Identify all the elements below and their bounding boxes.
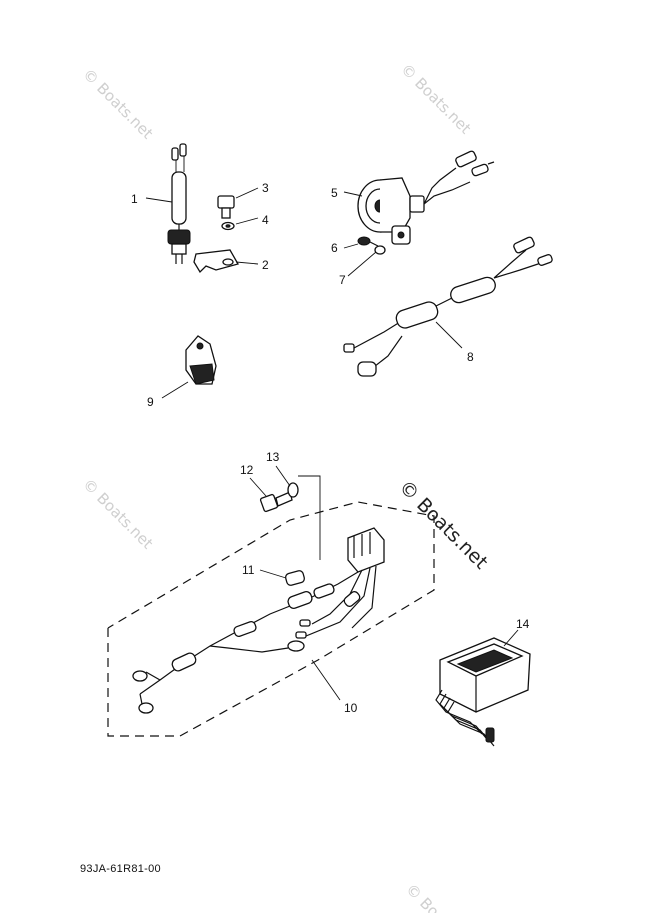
callout-5: 5 <box>331 186 338 200</box>
callout-8: 8 <box>467 350 474 364</box>
part-2-clip <box>193 249 239 274</box>
watermark-group: © Boats.net © Boats.net © Boats.net © Bo… <box>79 60 492 913</box>
callout-6: 6 <box>331 241 338 255</box>
callout-14: 14 <box>516 617 530 631</box>
part-12-bolt <box>259 491 293 513</box>
callout-1: 1 <box>131 192 138 206</box>
part-11-fuse <box>285 570 305 586</box>
part-4-washer <box>221 221 235 231</box>
callout-13: 13 <box>266 450 280 464</box>
callout-4: 4 <box>262 213 269 227</box>
part-7-washer <box>374 245 386 255</box>
part-3-bolt <box>217 195 235 219</box>
callout-7: 7 <box>339 273 346 287</box>
watermark-mid-left: © Boats.net <box>79 475 157 553</box>
part-1-sensor <box>167 143 191 264</box>
part-10-harness <box>107 475 435 737</box>
callout-11: 11 <box>242 563 255 577</box>
watermark-top-left: © Boats.net <box>79 65 157 143</box>
part-6-screw <box>357 236 379 247</box>
callout-12: 12 <box>240 463 254 477</box>
watermark-center: © Boats.net <box>394 476 492 574</box>
part-5-buzzer <box>357 150 495 245</box>
part-8-cable <box>343 236 553 377</box>
leader-lines <box>145 187 519 701</box>
watermark-bottom-right: © Boats.net <box>402 880 480 913</box>
callout-3: 3 <box>262 181 269 195</box>
callout-10: 10 <box>344 701 358 715</box>
part-9-clamp <box>185 335 217 385</box>
callout-2: 2 <box>262 258 269 272</box>
callout-labels: 1 2 3 4 5 6 7 8 9 10 11 12 13 14 <box>131 181 530 715</box>
part-14-module <box>435 637 531 747</box>
callout-9: 9 <box>147 395 154 409</box>
diagram-code: 93JA-61R81-00 <box>80 863 161 875</box>
watermark-top-right: © Boats.net <box>397 60 475 138</box>
part-13-washer <box>287 482 299 498</box>
